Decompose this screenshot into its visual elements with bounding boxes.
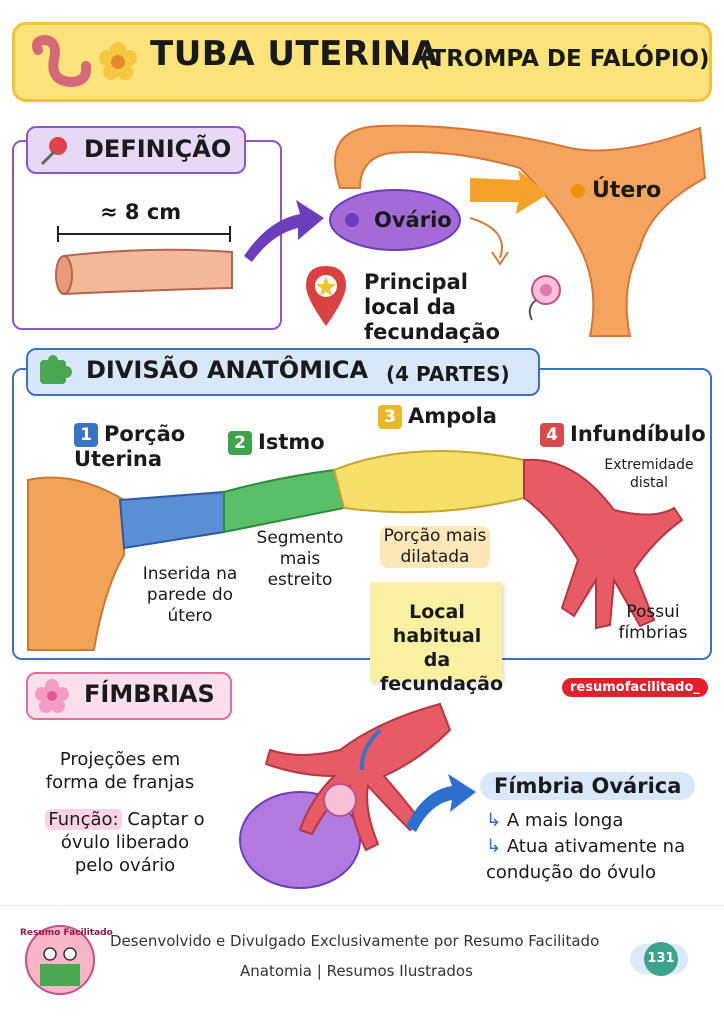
fimbriae-ovary-illustration [239, 702, 452, 889]
arrow-to-fimbria-ovarica [406, 774, 476, 832]
ovarica-list: ↳ A mais longa ↳ Atua ativamente na cond… [486, 808, 696, 886]
sticky-note [370, 582, 502, 682]
tube-icon [32, 34, 92, 88]
uterus-illustration [329, 124, 707, 337]
pin-icon [40, 137, 67, 166]
funcao-label: Função: [45, 809, 122, 830]
note-ampola: Porção mais dilatada [380, 526, 490, 568]
fimbrias-desc: Projeções em forma de franjas [45, 749, 195, 793]
location-pin-icon [306, 266, 346, 326]
tube-divisions-illustration [27, 450, 684, 651]
page-subtitle: (TROMPA DE FALÓPIO) [420, 46, 710, 72]
note-istmo: Segmento mais estreito [256, 528, 344, 590]
fimbrias-funcao: Função: Captar o óvulo liberado pelo ová… [40, 808, 210, 877]
definicao-heading: DEFINIÇÃO [84, 135, 232, 163]
fecundacao-label: Principal local da fecundação [364, 270, 500, 344]
divisao-heading-pill [26, 348, 540, 396]
page-number: 131 [644, 942, 678, 976]
length-label: ≈ 8 cm [100, 200, 182, 224]
funcao-text: Captar o óvulo liberado pelo ovário [60, 809, 205, 876]
flower-icon [99, 42, 137, 80]
puzzle-icon [40, 355, 72, 384]
ovarica-item: ↳ A mais longa [486, 810, 624, 831]
utero-label: Útero [592, 178, 662, 203]
footer-line1: Desenvolvido e Divulgado Exclusivamente … [110, 932, 600, 950]
arrow-to-uterus [244, 200, 324, 262]
note-distal: Extremidade distal [604, 457, 694, 491]
divisao-heading-suffix: (4 PARTES) [386, 362, 510, 386]
ovario-label: Ovário [374, 208, 452, 232]
tube-measure-illustration [55, 226, 233, 296]
header-illustrations [32, 34, 137, 88]
footer-divider [0, 905, 724, 906]
divisao-heading: DIVISÃO ANATÔMICA [86, 356, 369, 384]
footer-line2: Anatomia | Resumos Ilustrados [240, 962, 473, 980]
note-fimbrias: Possui fímbrias [618, 602, 688, 643]
ovarica-title: Fímbria Ovárica [480, 772, 696, 800]
logo-text: Resumo Facilitado [20, 928, 113, 938]
fimbrias-heading: FÍMBRIAS [84, 680, 215, 708]
sperm-egg-icon [528, 275, 561, 321]
ovarica-item: ↳ Atua ativamente na condução do óvulo [486, 836, 686, 883]
flower-pink-icon [35, 679, 69, 713]
page-title: TUBA UTERINA [150, 34, 439, 74]
brand-logo [25, 925, 95, 995]
note-uterina: Inserida na parede do útero [142, 564, 238, 626]
note-local: Local habitual da fecundação [380, 601, 504, 695]
brand-tag: resumofacilitado_ [562, 678, 708, 697]
